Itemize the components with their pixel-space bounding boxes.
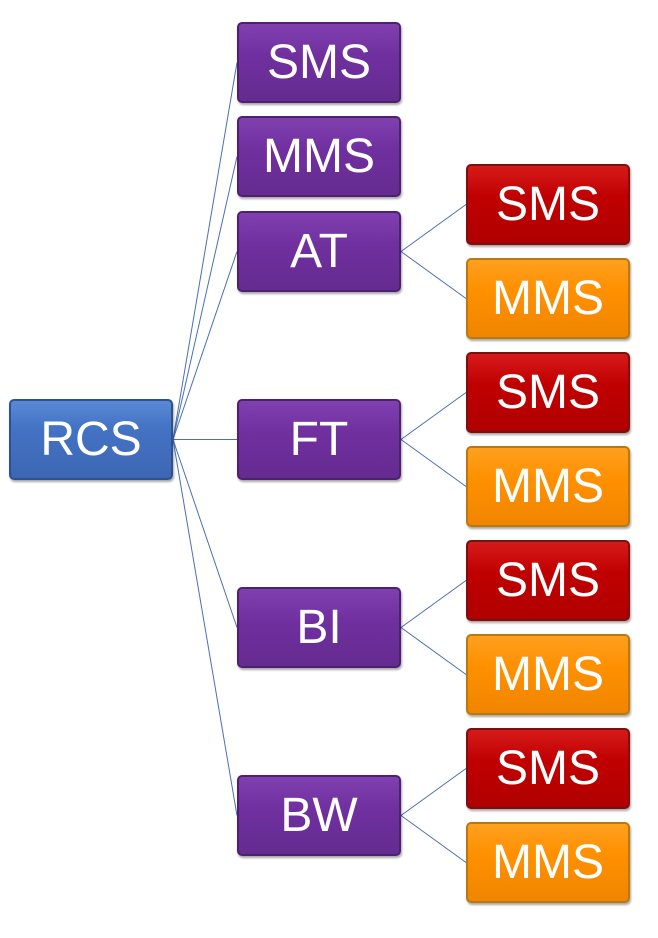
connector-bi-to-bi-mms [400, 627, 467, 675]
connector-bw-to-bw-sms [400, 768, 467, 816]
leaf-node-label: MMS [492, 647, 604, 701]
branch-node-sms: SMS [237, 22, 401, 103]
leaf-node-at-mms: MMS [466, 258, 630, 339]
connector-root-to-at [172, 251, 238, 440]
branch-node-mms: MMS [237, 116, 401, 197]
branch-node-bw: BW [237, 775, 401, 856]
leaf-node-ft-sms: SMS [466, 352, 630, 433]
branch-node-at: AT [237, 211, 401, 292]
connector-ft-to-ft-sms [400, 392, 467, 440]
connector-ft-to-ft-mms [400, 439, 467, 487]
connector-at-to-at-mms [400, 251, 467, 299]
connector-root-to-bw [172, 439, 238, 816]
branch-node-label: AT [290, 224, 348, 278]
connector-root-to-mms [172, 156, 238, 440]
branch-node-label: MMS [263, 129, 375, 183]
leaf-node-label: SMS [495, 177, 600, 231]
leaf-node-bw-sms: SMS [466, 728, 630, 809]
branch-node-label: BI [296, 600, 342, 654]
connector-root-to-sms [172, 62, 238, 440]
leaf-node-at-sms: SMS [466, 164, 630, 245]
leaf-node-label: MMS [492, 459, 604, 513]
branch-node-label: FT [289, 412, 349, 466]
connector-bi-to-bi-sms [400, 580, 467, 628]
branch-node-ft: FT [237, 399, 401, 480]
root-node-rcs: RCS [9, 399, 173, 480]
leaf-node-bi-sms: SMS [466, 540, 630, 621]
leaf-node-label: SMS [495, 365, 600, 419]
branch-node-label: BW [280, 788, 358, 842]
root-node-label: RCS [40, 412, 142, 466]
connector-bw-to-bw-mms [400, 815, 467, 863]
leaf-node-label: MMS [492, 835, 604, 889]
leaf-node-ft-mms: MMS [466, 446, 630, 527]
branch-node-bi: BI [237, 587, 401, 668]
connector-root-to-bi [172, 439, 238, 628]
leaf-node-bi-mms: MMS [466, 634, 630, 715]
connector-at-to-at-sms [400, 204, 467, 252]
leaf-node-bw-mms: MMS [466, 822, 630, 903]
leaf-node-label: SMS [495, 741, 600, 795]
branch-node-label: SMS [266, 35, 371, 89]
leaf-node-label: SMS [495, 553, 600, 607]
leaf-node-label: MMS [492, 271, 604, 325]
